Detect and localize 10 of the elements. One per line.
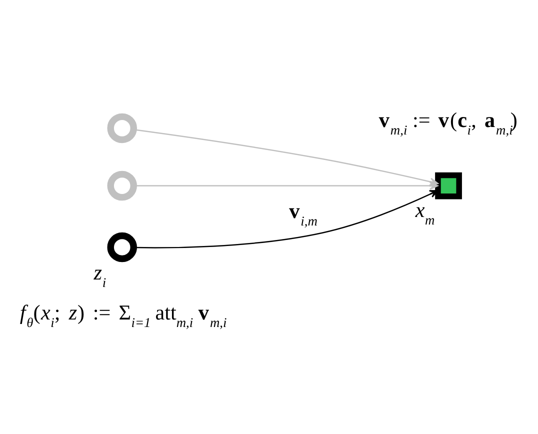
node-label: z$_{i}$ (94, 260, 106, 290)
edge-label: v$_{i,m}$ (289, 199, 318, 229)
node-label: x$_{m}$ (415, 198, 435, 228)
node-circle (107, 232, 137, 262)
node-circle (107, 170, 137, 201)
label: v$_{m,i}$ := v(c$_{i}$, a$_{m,i}$) (378, 108, 518, 138)
node-box (435, 172, 462, 200)
node-circle (107, 113, 137, 144)
arrow (134, 190, 438, 248)
label: f$_{θ}$(x$_{i}$; z) := Σ$_{i=1}$ att$_{m,i}$ v$_{m,i}$ (20, 300, 227, 330)
